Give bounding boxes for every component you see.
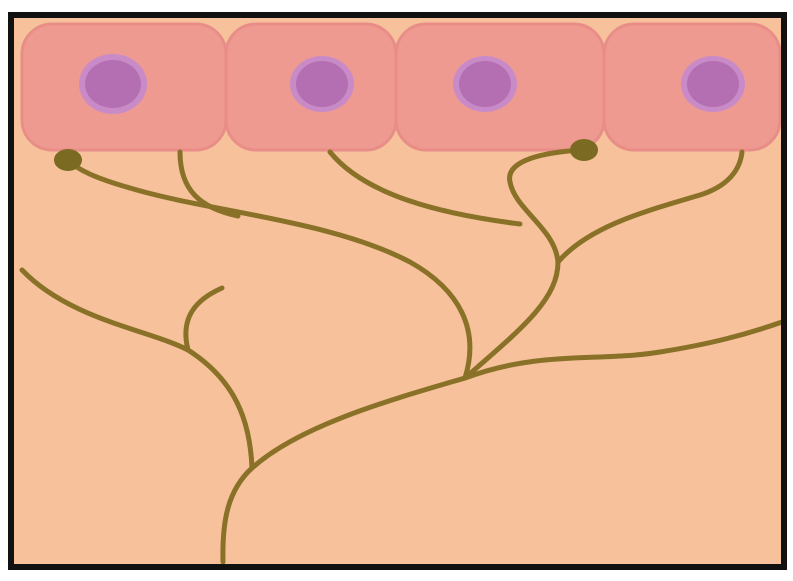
epithelial-cell-layer <box>22 24 780 150</box>
nerve-ending-knob <box>54 149 82 171</box>
cell-nucleus <box>459 61 511 107</box>
nerve-ending-knob <box>570 139 598 161</box>
cell-nucleus <box>85 60 141 108</box>
cell-nucleus <box>296 61 348 107</box>
cell-nucleus <box>687 61 739 107</box>
